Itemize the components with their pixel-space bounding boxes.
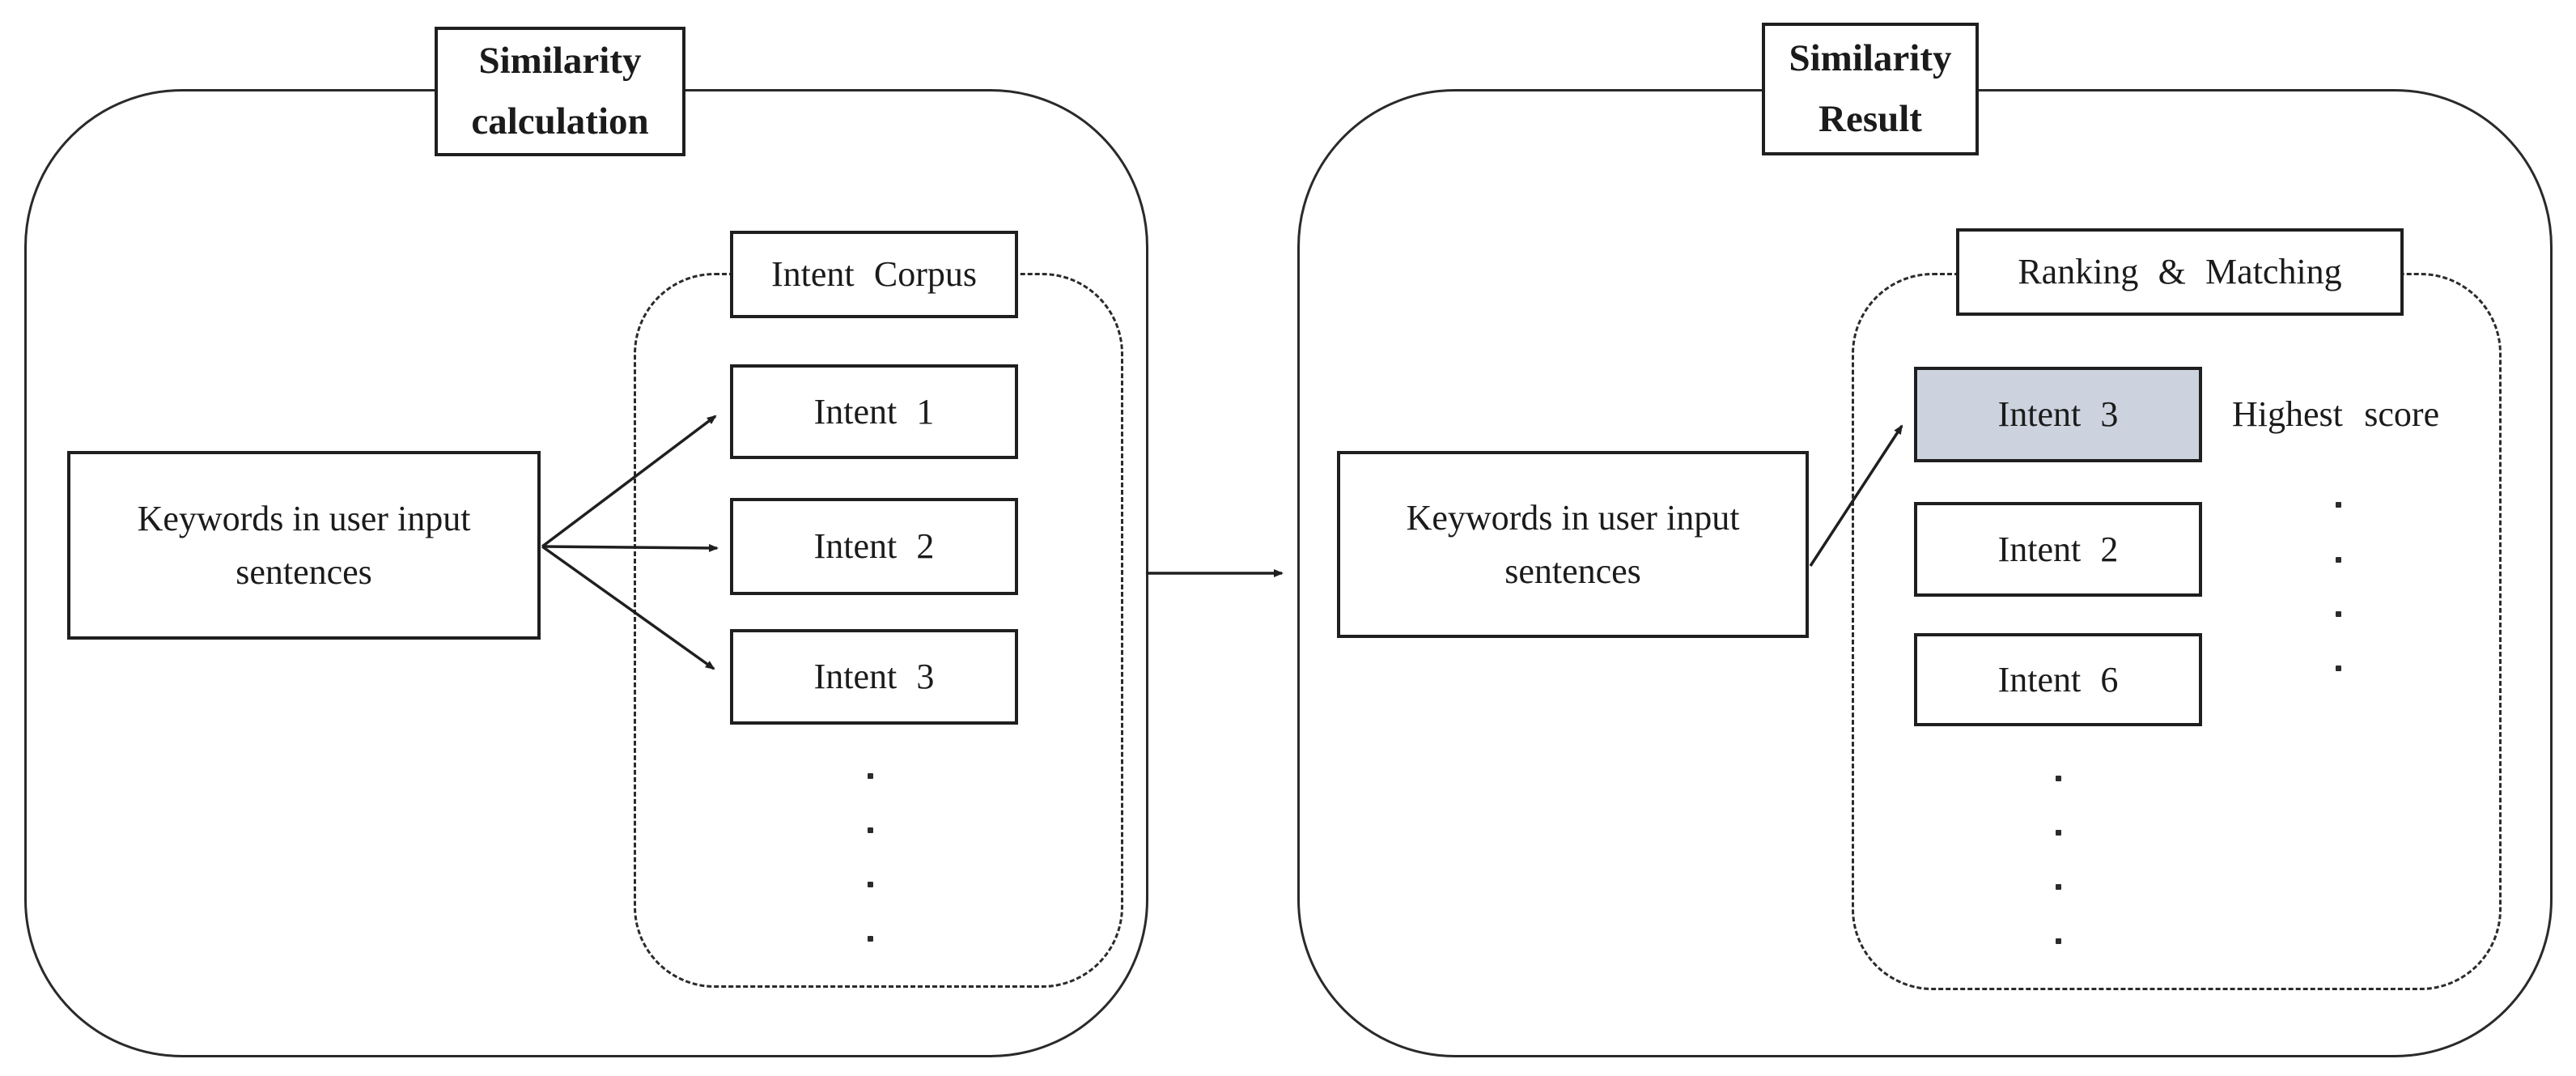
title-line-1: Similarity	[1789, 36, 1952, 79]
result-intent-3-label: Intent 3	[1997, 394, 2119, 434]
title-text: Similarity calculation	[471, 31, 648, 152]
keywords-text: Keywords in user input sentences	[138, 492, 471, 599]
keywords-line-1: Keywords in user input	[137, 498, 471, 538]
keywords-line-2: sentences	[236, 551, 372, 592]
result-intent-3-box-highlighted: Intent 3	[1914, 367, 2202, 462]
left-ellipsis-dot	[868, 773, 873, 779]
left-ellipsis-dot	[868, 882, 873, 887]
result-intent-2-box: Intent 2	[1914, 502, 2202, 597]
result-intent-6-box: Intent 6	[1914, 633, 2202, 726]
corpus-intent-2-label: Intent 2	[813, 526, 935, 566]
title-text: Similarity Result	[1789, 28, 1951, 150]
corpus-intent-3-label: Intent 3	[813, 657, 935, 696]
intent-corpus-label: Intent Corpus	[771, 254, 977, 294]
title-line-1: Similarity	[478, 39, 642, 82]
corpus-intent-2-box: Intent 2	[730, 498, 1018, 595]
keywords-line-2: sentences	[1504, 551, 1641, 591]
left-keywords-input-box: Keywords in user input sentences	[67, 451, 541, 640]
highest-score-note: Highest score	[2232, 394, 2440, 434]
result-ellipsis-dot	[2056, 938, 2061, 944]
keywords-text: Keywords in user input sentences	[1407, 491, 1740, 598]
result-ellipsis-dot	[2056, 884, 2061, 890]
left-ellipsis-dot	[868, 936, 873, 942]
ranking-matching-header: Ranking & Matching	[1956, 228, 2404, 316]
corpus-intent-3-box: Intent 3	[730, 629, 1018, 725]
similarity-calculation-title: Similarity calculation	[435, 27, 685, 156]
result-intent-2-label: Intent 2	[1997, 529, 2119, 569]
score-ellipsis-dot	[2336, 611, 2341, 617]
title-line-2: Result	[1818, 98, 1922, 140]
corpus-intent-1-label: Intent 1	[813, 391, 935, 432]
result-ellipsis-dot	[2056, 830, 2061, 836]
intent-corpus-header: Intent Corpus	[730, 231, 1018, 318]
result-ellipsis-dot	[2056, 776, 2061, 781]
ranking-matching-label: Ranking & Matching	[2018, 252, 2342, 291]
right-keywords-input-box: Keywords in user input sentences	[1337, 451, 1809, 638]
similarity-result-title: Similarity Result	[1762, 23, 1979, 155]
title-line-2: calculation	[471, 100, 649, 142]
score-ellipsis-dot	[2336, 502, 2341, 508]
corpus-intent-1-box: Intent 1	[730, 364, 1018, 459]
score-ellipsis-dot	[2336, 557, 2341, 563]
left-ellipsis-dot	[868, 827, 873, 833]
result-intent-6-label: Intent 6	[1997, 659, 2119, 700]
score-ellipsis-dot	[2336, 666, 2341, 671]
keywords-line-1: Keywords in user input	[1406, 497, 1740, 538]
